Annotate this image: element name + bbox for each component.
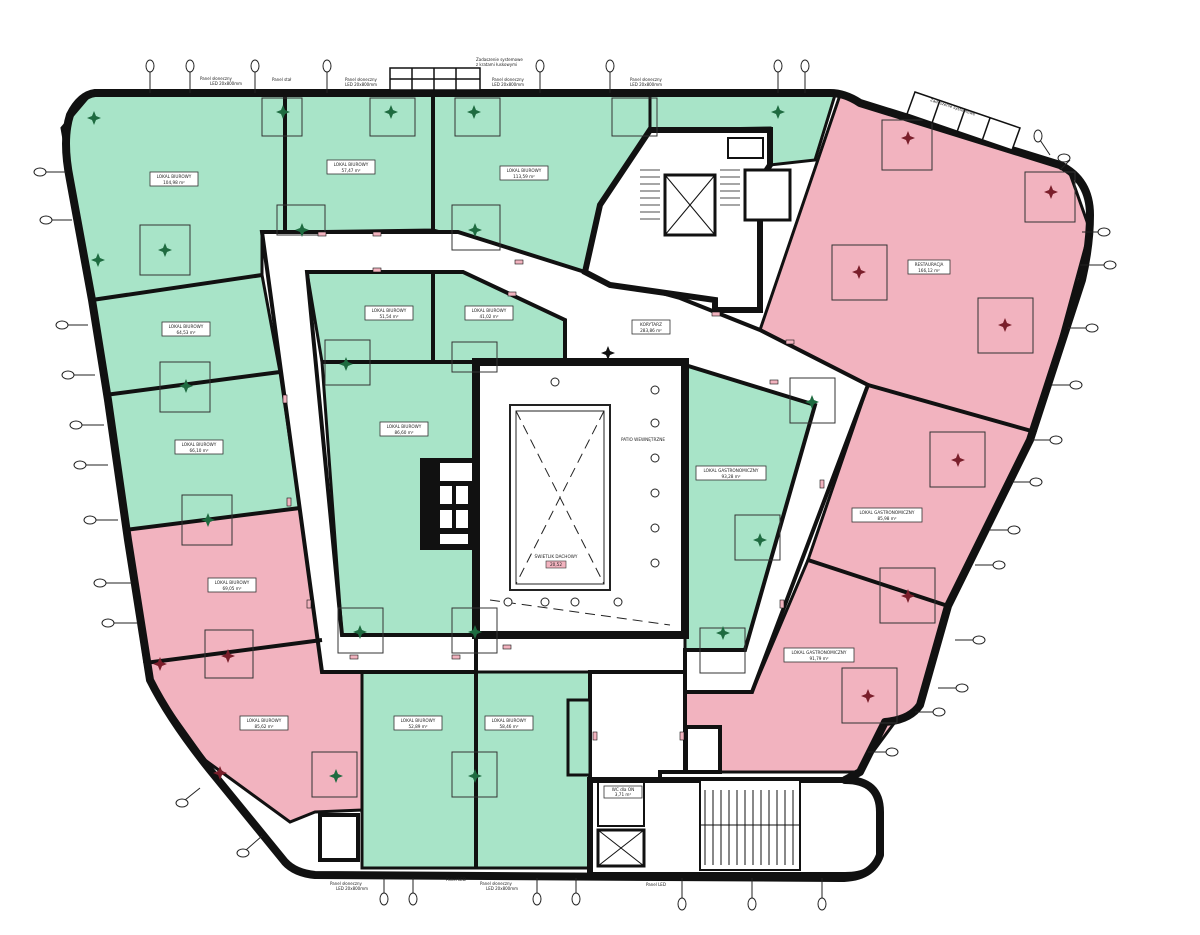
unit-office-1[interactable] xyxy=(60,93,287,302)
unit-tag: RESTAURACJA 166,12 m² xyxy=(907,259,951,275)
unit-label: LOKAL BIUROWY xyxy=(372,308,407,313)
unit-tag: LOKAL BIUROWY 69,05 m² xyxy=(207,577,257,593)
unit-area: 104,98 m² xyxy=(163,180,185,185)
unit-area: 91,79 m² xyxy=(809,656,828,661)
core-north xyxy=(581,127,792,313)
note-panel-top-2: Panel stał xyxy=(272,77,292,82)
note-panel-top-4: Panel słoneczny xyxy=(492,77,525,82)
unit-tag: LOKAL BIUROWY 52,89 m² xyxy=(393,715,443,731)
unit-area: 41,02 m² xyxy=(479,314,498,319)
unit-label: LOKAL BIUROWY xyxy=(334,162,369,167)
unit-area: 85,98 m² xyxy=(877,516,896,521)
unit-tag: LOKAL GASTRONOMICZNY 91,79 m² xyxy=(783,647,855,663)
note-panel-top-1b: LED 20x800mm xyxy=(210,81,242,86)
unit-tag: LOKAL GASTRONOMICZNY 93,28 m² xyxy=(695,465,767,481)
unit-tag: LOKAL BIUROWY 85,62 m² xyxy=(239,715,289,731)
unit-label: LOKAL BIUROWY xyxy=(401,718,436,723)
note-panel-top-5: Panel słoneczny xyxy=(630,77,663,82)
skylight-label: ŚWIETLIK DACHOWY xyxy=(535,554,578,559)
unit-area: 57,47 m² xyxy=(341,168,360,173)
corridor-label: KORYTARZ xyxy=(640,322,662,327)
exterior-wall xyxy=(62,89,1094,882)
door-marks xyxy=(282,231,825,741)
note-panel-bottom-1: Panel słoneczny xyxy=(330,881,363,886)
unit-tag: LOKAL BIUROWY 104,98 m² xyxy=(149,171,199,187)
patio xyxy=(472,358,689,639)
unit-area: 64,53 m² xyxy=(176,330,195,335)
unit-area: 51,54 m² xyxy=(379,314,398,319)
note-panel-top-4b: LED 20x800mm xyxy=(492,82,524,87)
note-panel-top-1: Panel słoneczny xyxy=(200,76,233,81)
unit-area: 166,12 m² xyxy=(918,268,940,273)
partitions xyxy=(91,95,1036,868)
unit-tag: LOKAL BIUROWY 58,46 m² xyxy=(484,715,534,731)
unit-tag: LOKAL BIUROWY 64,53 m² xyxy=(161,321,211,337)
exterior-poles xyxy=(33,59,1117,911)
unit-label: LOKAL GASTRONOMICZNY xyxy=(860,510,915,515)
unit-area: 86,60 m² xyxy=(394,430,413,435)
unit-label: LOKAL BIUROWY xyxy=(247,718,282,723)
unit-tag: LOKAL BIUROWY 113,59 m² xyxy=(499,165,549,181)
unit-tags: LOKAL BIUROWY 104,98 m² LOKAL BIUROWY 57… xyxy=(149,159,951,799)
unit-area: 52,89 m² xyxy=(408,724,427,729)
skylight-value: 20,52 xyxy=(550,562,562,567)
unit-tag: LOKAL BIUROWY 86,60 m² xyxy=(379,421,429,437)
unit-label: LOKAL BIUROWY xyxy=(215,580,250,585)
corridor-south-east[interactable] xyxy=(588,670,687,782)
wc-label: WC dla ON xyxy=(612,787,635,792)
note-panel-bottom-3: Panel słoneczny xyxy=(480,881,513,886)
patio-label: PATIO WEWNĘTRZNE xyxy=(621,437,665,442)
unit-label: LOKAL BIUROWY xyxy=(169,324,204,329)
ceiling-units xyxy=(139,97,1076,798)
note-vent-top-b: z kratami łuskowymi xyxy=(476,62,517,67)
unit-area: 69,05 m² xyxy=(222,586,241,591)
unit-area: 85,62 m² xyxy=(254,724,273,729)
unit-office-11[interactable] xyxy=(360,670,478,870)
unit-tag: LOKAL BIUROWY 66,10 m² xyxy=(174,439,224,455)
unit-tag: LOKAL BIUROWY 57,47 m² xyxy=(326,159,376,175)
unit-label: LOKAL BIUROWY xyxy=(507,168,542,173)
note-panel-bottom-2: Panel LED xyxy=(446,877,466,882)
unit-area: 66,10 m² xyxy=(189,448,208,453)
note-panel-top-5b: LED 20x800mm xyxy=(630,82,662,87)
unit-label: LOKAL BIUROWY xyxy=(492,718,527,723)
unit-tag: LOKAL BIUROWY 41,02 m² xyxy=(464,305,514,321)
wc-tag: WC dla ON 3,71 m² xyxy=(603,785,643,799)
note-panel-bottom-4: Panel LED xyxy=(646,882,666,887)
unit-label: LOKAL GASTRONOMICZNY xyxy=(704,468,759,473)
unit-area: 113,59 m² xyxy=(513,174,535,179)
unit-area: 58,46 m² xyxy=(499,724,518,729)
unit-label: LOKAL BIUROWY xyxy=(182,442,217,447)
unit-label: LOKAL BIUROWY xyxy=(157,174,192,179)
skylight-tag: ŚWIETLIK DACHOWY 20,52 xyxy=(535,554,578,569)
patio-pins xyxy=(503,377,660,607)
note-panel-top-3b: LED 20x800mm xyxy=(345,82,377,87)
wc-area: 3,71 m² xyxy=(615,792,632,797)
note-panel-top-3: Panel słoneczny xyxy=(345,77,378,82)
unit-label: RESTAURACJA xyxy=(915,262,944,267)
roof-vents xyxy=(389,67,1021,151)
note-panel-bottom-3b: LED 20x800mm xyxy=(486,886,518,891)
unit-tag: LOKAL GASTRONOMICZNY 85,98 m² xyxy=(851,507,923,523)
corridor-tag: KORYTARZ 283,86 m² xyxy=(631,319,671,335)
unit-label: LOKAL BIUROWY xyxy=(472,308,507,313)
note-panel-bottom-1b: LED 20x800mm xyxy=(336,886,368,891)
corridor-area: 283,86 m² xyxy=(640,328,662,333)
unit-tag: LOKAL BIUROWY 51,54 m² xyxy=(364,305,414,321)
note-vent-top: Zadaszenie systemowe xyxy=(476,57,523,62)
unit-label: LOKAL BIUROWY xyxy=(387,424,422,429)
unit-label: LOKAL GASTRONOMICZNY xyxy=(792,650,847,655)
kitchen-block xyxy=(420,458,476,550)
unit-area: 93,28 m² xyxy=(721,474,740,479)
